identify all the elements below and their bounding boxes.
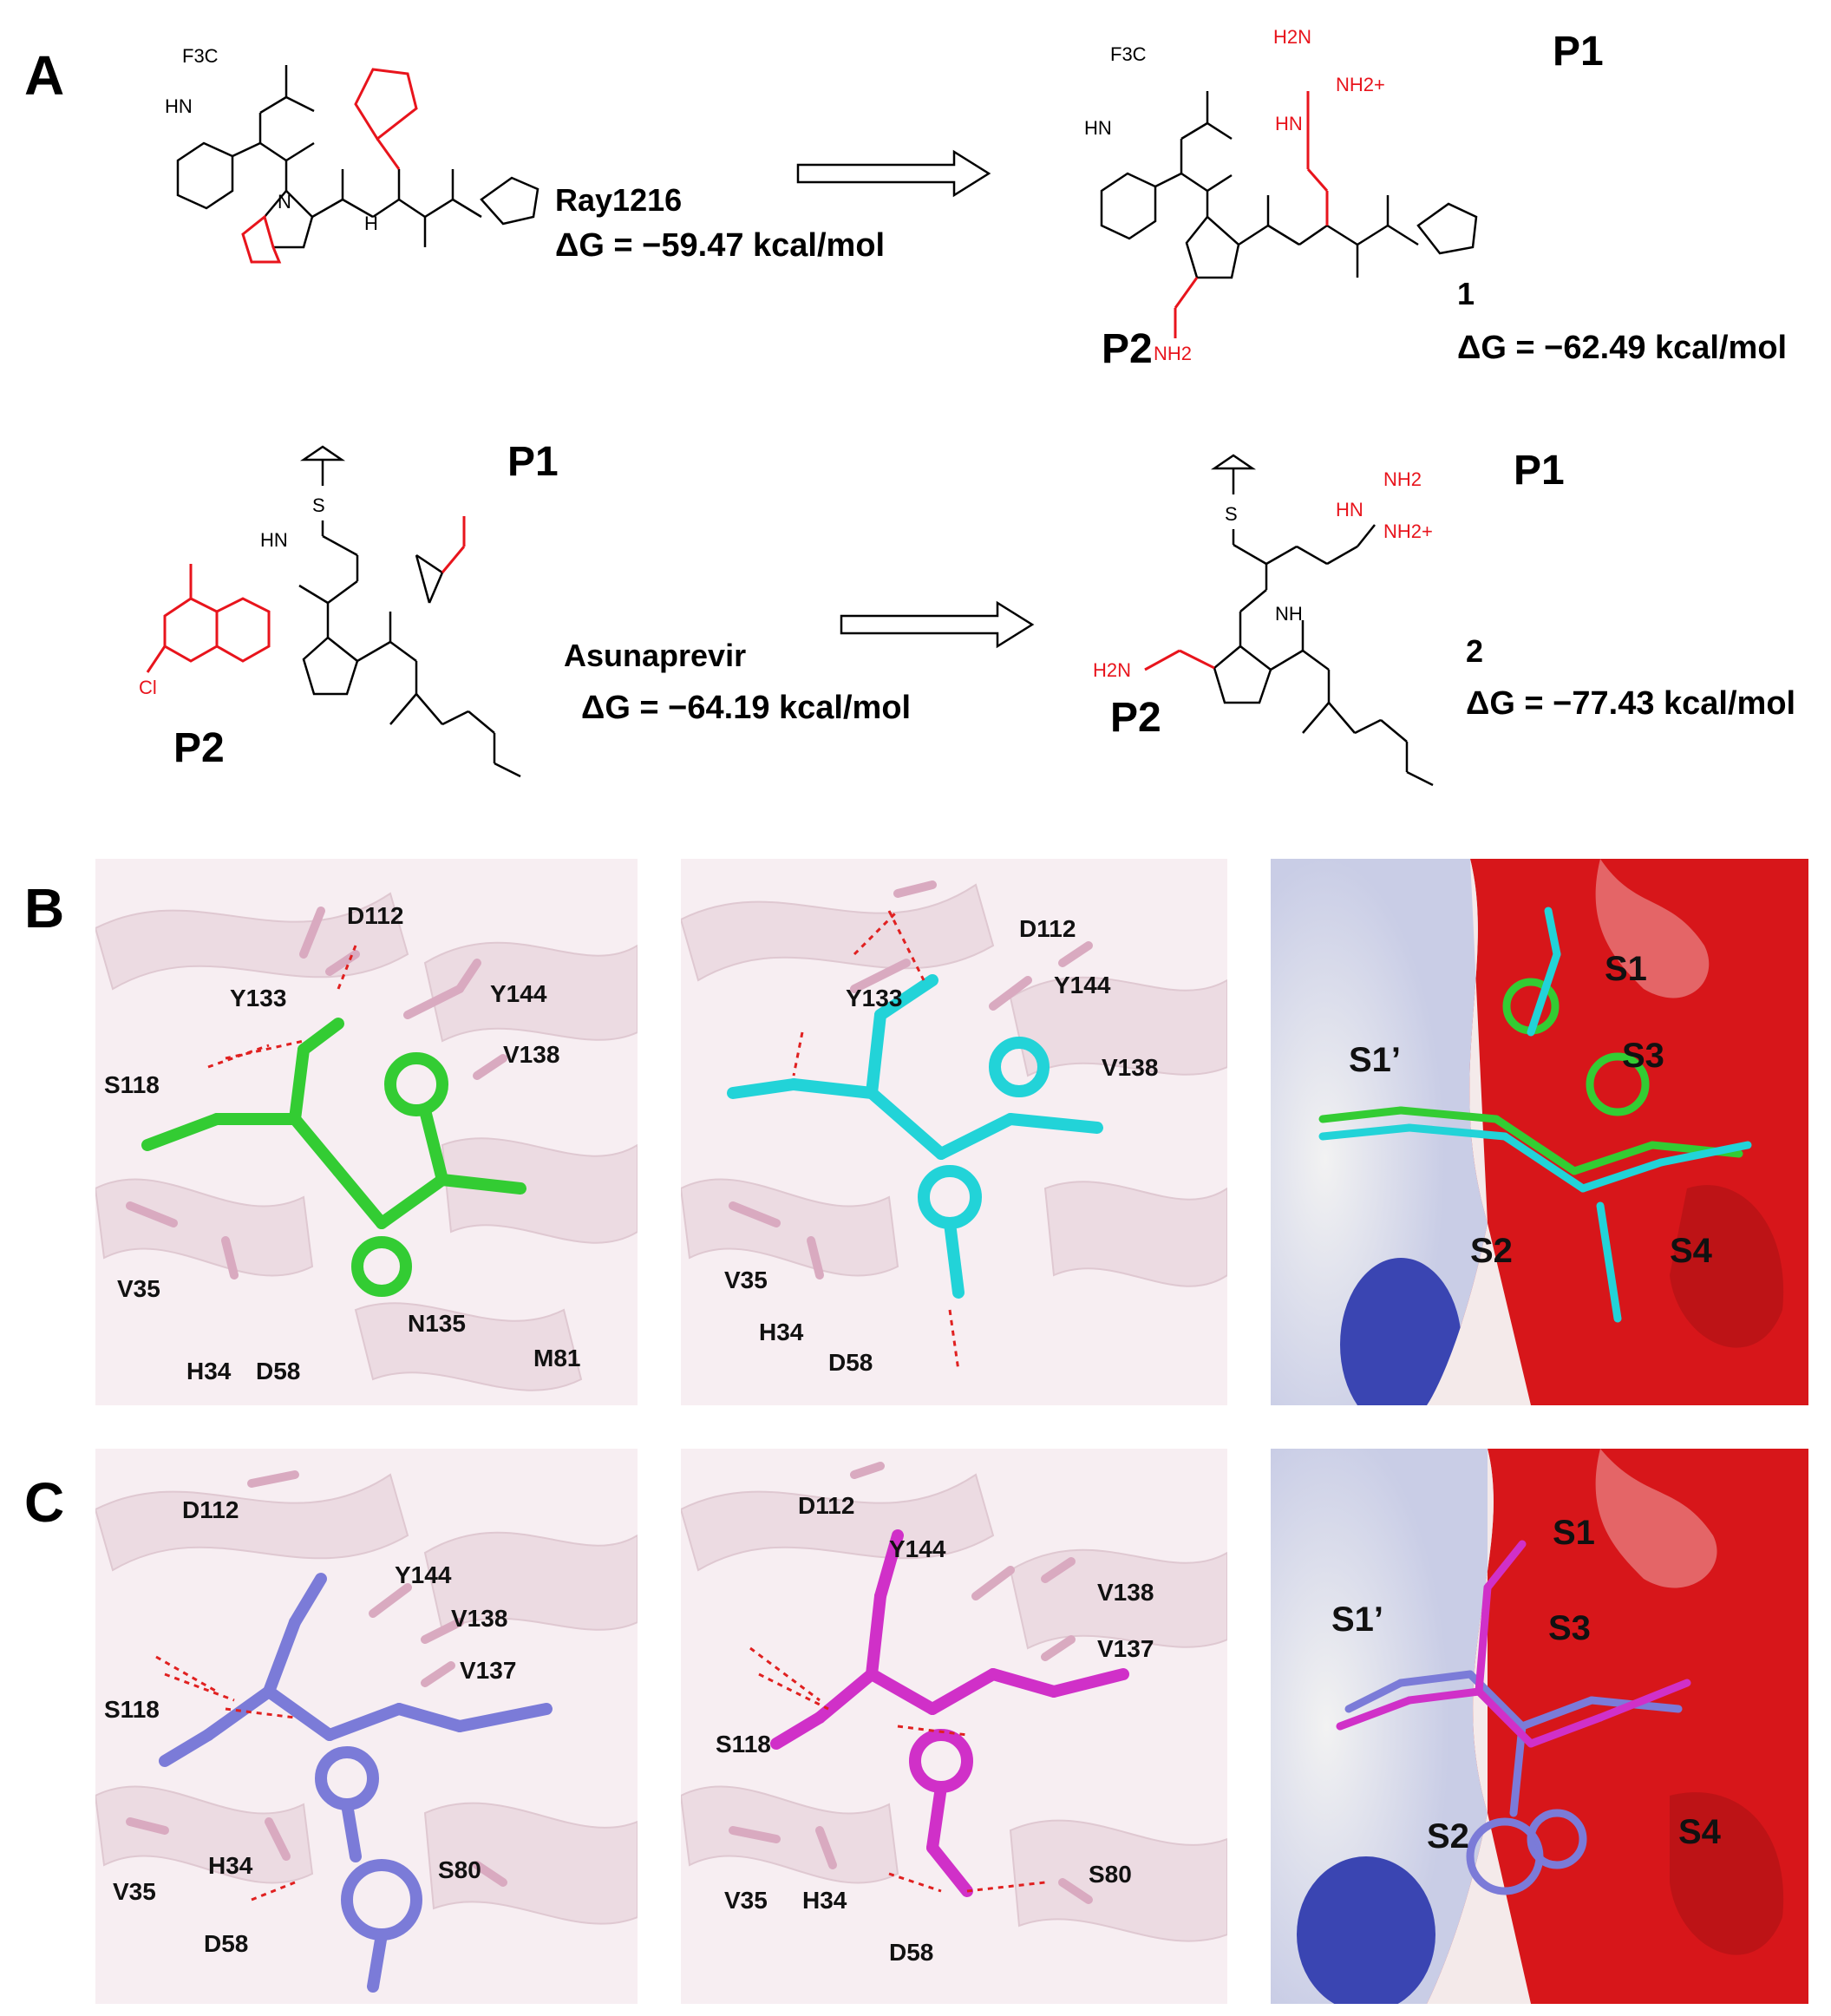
b2-res-v35: V35 — [724, 1267, 768, 1293]
hn-label: HN — [165, 95, 193, 117]
b1-res-m81: M81 — [533, 1345, 581, 1371]
b1-res-h34: H34 — [186, 1358, 232, 1384]
b-site-s3: S3 — [1622, 1037, 1664, 1075]
asv-dg: ΔG = −64.19 kcal/mol — [581, 690, 912, 726]
b2-res-v138: V138 — [1102, 1054, 1159, 1081]
b-surface-map: S1 S1’ S3 S2 S4 — [1271, 859, 1808, 1405]
cpd1-name: 1 — [1457, 276, 1475, 311]
b1-res-v35: V35 — [117, 1275, 160, 1302]
c1-res-v35: V35 — [113, 1878, 156, 1905]
c2-res-v138: V138 — [1097, 1579, 1154, 1606]
c2-res-v35: V35 — [724, 1887, 768, 1914]
arrow-1-icon — [796, 149, 991, 198]
nh2plus-label: NH2+ — [1336, 74, 1385, 95]
b-site-s2: S2 — [1470, 1232, 1513, 1270]
ray1216-name: Ray1216 — [555, 182, 683, 218]
c1-res-h34: H34 — [208, 1852, 253, 1879]
cpd1-p1: P1 — [1553, 29, 1604, 75]
c2-res-s118: S118 — [716, 1731, 771, 1757]
b-left-structure: D112 Y133 Y144 V138 S118 V35 H34 D58 N13… — [95, 859, 638, 1405]
c1-res-d58: D58 — [204, 1930, 249, 1957]
b-site-s1prime: S1’ — [1349, 1041, 1402, 1079]
b1-res-y133: Y133 — [230, 985, 287, 1011]
c1-res-v138: V138 — [451, 1605, 508, 1632]
hn-guan-label: HN — [1275, 113, 1303, 134]
h-label: H — [364, 213, 378, 234]
asv-p2: P2 — [173, 725, 225, 771]
b2-res-y133: Y133 — [846, 985, 903, 1011]
b1-res-s118: S118 — [104, 1071, 160, 1098]
c2-res-d112: D112 — [798, 1492, 855, 1519]
b2-res-d112: D112 — [1019, 915, 1076, 942]
compound1-structure: F3C HN H2N HN NH2+ NH2 — [1084, 26, 1478, 364]
panel-label-a: A — [24, 44, 65, 107]
b1-res-y144: Y144 — [490, 980, 547, 1007]
c2-res-y144: Y144 — [889, 1535, 946, 1562]
b2-res-y144: Y144 — [1054, 972, 1111, 998]
nh-label-2: NH — [1275, 603, 1303, 625]
c-surface-map: S1 S1’ S3 S2 S4 — [1271, 1449, 1808, 2004]
n-label: N — [278, 191, 291, 213]
c-left-structure: D112 Y144 V138 V137 S118 V35 H34 D58 S80 — [95, 1449, 638, 2004]
b2-res-h34: H34 — [759, 1319, 804, 1345]
c-site-s1: S1 — [1553, 1514, 1595, 1552]
nh2-label: NH2 — [1154, 343, 1192, 364]
c2-res-d58: D58 — [889, 1939, 934, 1966]
cpd2-p1: P1 — [1514, 448, 1565, 494]
c2-res-v137: V137 — [1097, 1635, 1154, 1662]
b1-res-v138: V138 — [503, 1041, 560, 1068]
s-label: S — [312, 494, 325, 516]
asv-name: Asunaprevir — [564, 638, 747, 673]
cpd1-dg: ΔG = −62.49 kcal/mol — [1457, 330, 1788, 366]
ray1216-structure: F3C HN N H — [165, 45, 539, 264]
compound2-structure: S NH H2N HN NH2 NH2+ — [1093, 454, 1434, 787]
panel-label-b: B — [24, 877, 65, 939]
c1-res-v137: V137 — [460, 1657, 517, 1684]
cpd2-name: 2 — [1466, 633, 1484, 669]
c1-res-s118: S118 — [104, 1696, 160, 1723]
f3c-label-1: F3C — [1110, 43, 1147, 65]
b-site-s1: S1 — [1605, 950, 1647, 988]
asv-p1: P1 — [507, 439, 559, 485]
b1-res-d112: D112 — [347, 902, 404, 929]
b-site-s4: S4 — [1670, 1232, 1712, 1270]
cl-label: Cl — [139, 677, 157, 698]
c-site-s2: S2 — [1427, 1817, 1469, 1856]
c-site-s1prime: S1’ — [1331, 1600, 1384, 1639]
arrow-2-icon — [840, 600, 1035, 649]
ray1216-dg: ΔG = −59.47 kcal/mol — [555, 227, 886, 264]
b-mid-structure: D112 Y133 Y144 V138 V35 H34 D58 — [681, 859, 1227, 1405]
s-label-2: S — [1225, 503, 1238, 525]
h2n-label-2: H2N — [1093, 659, 1131, 681]
c-site-s4: S4 — [1678, 1813, 1721, 1851]
nh2-label-2: NH2 — [1383, 468, 1422, 490]
c-site-s3: S3 — [1548, 1609, 1591, 1647]
b1-res-d58: D58 — [256, 1358, 301, 1384]
hn-label-asv: HN — [260, 529, 288, 551]
cpd2-dg: ΔG = −77.43 kcal/mol — [1466, 685, 1796, 722]
nh2plus-label-2: NH2+ — [1383, 520, 1433, 542]
b1-res-n135: N135 — [408, 1310, 466, 1337]
c2-res-s80: S80 — [1089, 1861, 1132, 1888]
hn-label-1: HN — [1084, 117, 1112, 139]
c1-res-s80: S80 — [438, 1856, 481, 1883]
asunaprevir-structure: S HN Cl — [139, 445, 521, 778]
c1-res-y144: Y144 — [395, 1561, 452, 1588]
panel-label-c: C — [24, 1471, 65, 1534]
cpd2-p2: P2 — [1110, 695, 1161, 741]
h2n-label: H2N — [1273, 26, 1311, 48]
c2-res-h34: H34 — [802, 1887, 847, 1914]
c-mid-structure: D112 Y144 V138 V137 S118 V35 H34 D58 S80 — [681, 1449, 1227, 2004]
b2-res-d58: D58 — [828, 1349, 873, 1376]
c1-res-d112: D112 — [182, 1496, 239, 1523]
cpd1-p2: P2 — [1102, 326, 1153, 372]
hn-label-2: HN — [1336, 499, 1363, 520]
f3c-label: F3C — [182, 45, 219, 67]
